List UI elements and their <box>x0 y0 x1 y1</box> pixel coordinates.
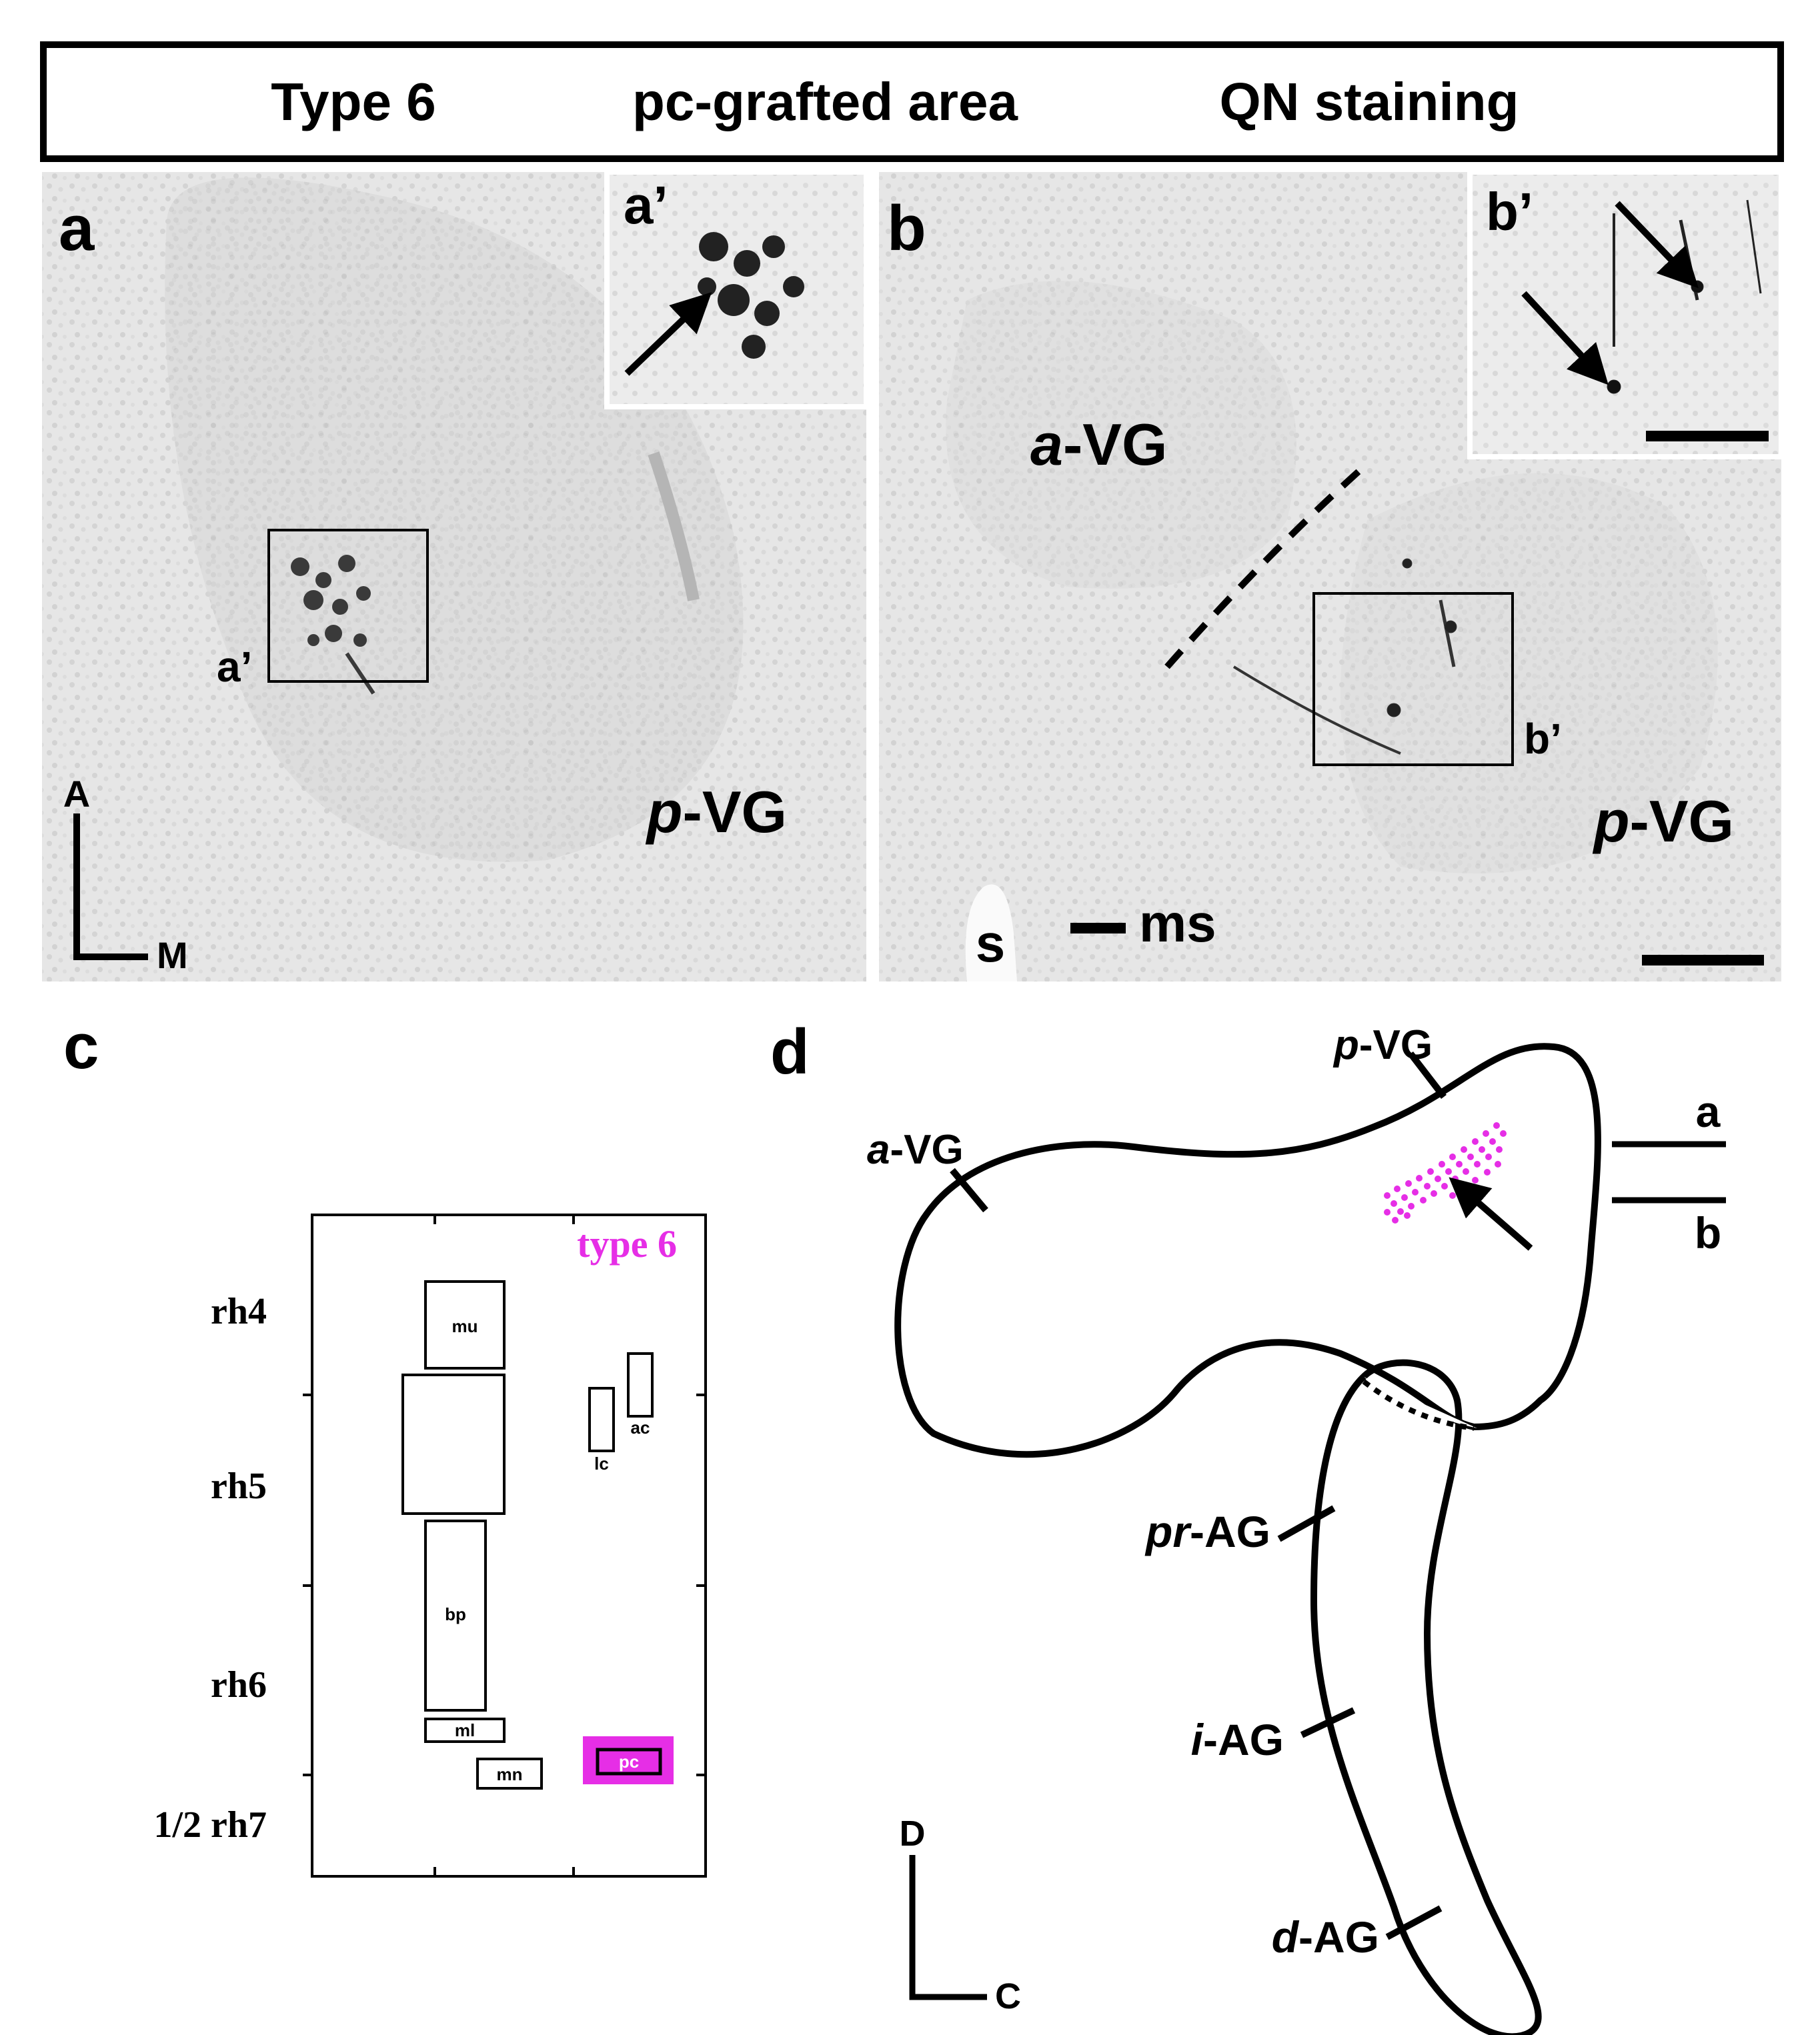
panel-b-inset-letter: b’ <box>1486 182 1533 241</box>
header-type-label: Type 6 <box>271 72 436 131</box>
panel-d-junction-dotted <box>1362 1379 1475 1431</box>
panel-c-box-bp <box>424 1520 487 1712</box>
panel-c-type-label: type 6 <box>577 1222 677 1266</box>
panel-d-label-a-vg: a-VG <box>867 1127 964 1173</box>
panel-a-orientation-axes <box>73 813 148 960</box>
panel-c-label-mn: mn <box>497 1764 523 1784</box>
panel-a-stained-cells <box>291 555 375 695</box>
panel-a-inset-arrow <box>624 292 712 376</box>
panel-c-label-mu: mu <box>452 1316 478 1336</box>
panel-a: a’ a’ a p-VG A M <box>42 169 869 981</box>
panel-c-label-bp: bp <box>445 1604 466 1624</box>
panel-b-inset-box <box>1312 592 1514 766</box>
panel-d-label-p-vg: p-VG <box>1332 1022 1433 1068</box>
panel-d-tick-marks <box>950 1051 1447 1940</box>
panel-b-letter: b <box>887 193 926 264</box>
panel-d-section-b-label: b <box>1695 1208 1721 1258</box>
panel-d-label-pr-ag: pr-AG <box>1144 1507 1270 1556</box>
panel-c-label-ac: ac <box>631 1418 650 1438</box>
panel-a-inset-cells <box>698 232 804 359</box>
panel-c-box-pc <box>596 1748 662 1776</box>
panel-c-row-rh5: rh5 <box>211 1466 267 1507</box>
panel-a-box-label: a’ <box>217 643 252 691</box>
panel-c-box-lc <box>588 1387 615 1452</box>
panel-a-ganglion-shadow <box>165 177 744 862</box>
panel-b-inset-arrow-upper <box>1615 201 1699 289</box>
panel-d-junction-mask <box>1364 1377 1477 1428</box>
panel-c-label-pc: pc <box>619 1752 639 1772</box>
panel-c-boxes <box>401 1280 654 1790</box>
panel-b-inset: b’ <box>1467 169 1784 459</box>
panel-b-ms-label: ms <box>1139 893 1216 953</box>
panel-c-box-mn <box>476 1758 543 1790</box>
panel-d-letter: d <box>770 1016 810 1088</box>
header-stain-label: QN staining <box>1220 72 1519 131</box>
panel-d-label-i-ag: i-AG <box>1191 1715 1284 1764</box>
panel-a-inset-letter: a’ <box>624 175 668 235</box>
panel-b-inset-arrow-lower <box>1521 291 1609 385</box>
panel-b-boundary-dashed <box>1164 464 1367 669</box>
panel-b-inset-image <box>1467 169 1784 459</box>
panel-d-vestibular-ganglion-outline <box>894 1043 1601 1458</box>
header-frame <box>40 41 1784 162</box>
panel-b-anterior-shadow <box>946 281 1296 589</box>
panel-c-box-ml <box>424 1718 506 1743</box>
panel-c-box-blank <box>401 1374 506 1515</box>
panel-a-letter: a <box>59 193 95 264</box>
panel-b-s-label: s <box>976 913 1006 973</box>
panel-a-inset: a’ <box>604 169 869 409</box>
panel-c-row-rh6: rh6 <box>211 1664 267 1706</box>
panel-d-axis-vertical: D <box>900 1814 926 1854</box>
panel-a-axis-horizontal: M <box>157 934 188 976</box>
panel-d-acoustic-ganglion-outline <box>1310 1359 1542 2035</box>
panel-a-region-label: p-VG <box>646 779 787 845</box>
panel-b: b’ b’ b a-VG p-VG s ms <box>879 169 1784 981</box>
panel-c-row-rh4: rh4 <box>211 1291 267 1332</box>
panel-b-posterior-shadow <box>1340 473 1718 873</box>
header-area-label: pc-grafted area <box>632 72 1018 131</box>
panel-d-orientation-axes <box>909 1855 987 2000</box>
panel-d-graft-arrow <box>1449 1177 1533 1251</box>
panel-c-row-half-rh7: 1/2 rh7 <box>153 1804 267 1846</box>
panel-d: d a b p-VG a-VG pr-AG i-AG <box>770 1016 1726 2035</box>
panel-d-section-a-label: a <box>1696 1087 1721 1136</box>
header-bar: Type 6 pc-grafted area QN staining <box>40 41 1784 162</box>
panel-c: c type 6 rh4 rh5 rh6 1/2 rh7 mu bp ml mn <box>63 1011 707 1878</box>
panel-a-inset-box <box>267 529 429 683</box>
panel-d-graft-dots <box>1384 1122 1507 1224</box>
panel-d-label-d-ag: d-AG <box>1272 1912 1379 1962</box>
panel-c-label-ml: ml <box>455 1720 475 1740</box>
panel-b-lower-region-label: p-VG <box>1593 788 1734 854</box>
panel-b-stained-fibers <box>1232 558 1457 755</box>
panel-b-s-region <box>965 884 1017 981</box>
panel-b-upper-region-label: a-VG <box>1030 411 1167 477</box>
panel-a-axis-vertical: A <box>63 773 90 815</box>
panel-b-box-label: b’ <box>1524 715 1562 763</box>
panel-c-label-lc: lc <box>594 1454 609 1474</box>
panel-d-axis-horizontal: C <box>995 1976 1021 2016</box>
panel-c-frame <box>303 1214 707 1878</box>
panel-c-letter: c <box>63 1011 99 1082</box>
panel-a-fiber <box>648 451 700 601</box>
panel-c-box-mu <box>424 1280 506 1370</box>
panel-c-box-ac <box>627 1352 654 1418</box>
